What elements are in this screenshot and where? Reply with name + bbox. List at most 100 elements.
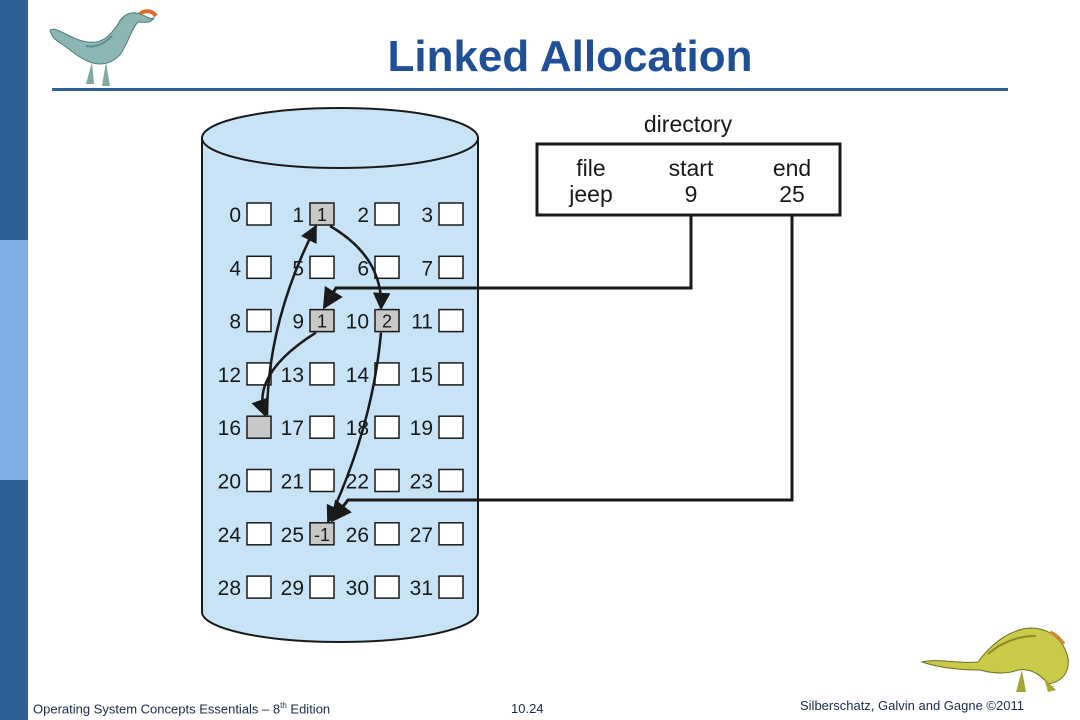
block-number: 3 xyxy=(421,204,433,227)
disk-cylinder xyxy=(201,107,479,643)
disk-block-11: 11 xyxy=(411,308,464,334)
disk-block-23: 23 xyxy=(410,468,464,494)
footer-course-tail: Edition xyxy=(286,701,331,717)
disk-block-7: 7 xyxy=(421,255,464,280)
chain-arrow-1-to-10 xyxy=(329,224,391,311)
block-pointer-value: 1 xyxy=(317,312,327,332)
block-number: 10 xyxy=(346,311,369,334)
disk-block-4: 4 xyxy=(229,255,272,280)
block-box xyxy=(309,468,335,493)
block-box xyxy=(438,308,464,333)
disk-block-2: 2 xyxy=(357,202,400,227)
disk-block-31: 31 xyxy=(410,575,464,600)
block-box xyxy=(438,468,464,493)
directory-header-start: start xyxy=(669,155,714,181)
disk-block-0: 0 xyxy=(229,202,272,227)
directory-box xyxy=(535,142,842,217)
block-pointer-value: 1 xyxy=(317,205,327,225)
block-number: 0 xyxy=(229,204,241,227)
block-number: 5 xyxy=(292,257,304,280)
directory-header-end: end xyxy=(773,155,811,181)
block-number: 14 xyxy=(346,364,370,387)
block-number: 25 xyxy=(281,524,304,547)
block-box xyxy=(374,415,400,439)
block-box xyxy=(309,255,335,280)
block-box xyxy=(309,308,335,333)
block-box xyxy=(309,202,335,226)
directory-file-name: jeep xyxy=(568,181,612,207)
block-number: 29 xyxy=(281,577,304,600)
start-pointer-arrow xyxy=(322,216,693,310)
block-number: 13 xyxy=(281,364,304,387)
block-number: 16 xyxy=(218,417,241,440)
block-box xyxy=(374,202,400,226)
block-pointer-value: -1 xyxy=(314,525,330,545)
block-box xyxy=(309,522,335,546)
block-number: 20 xyxy=(218,471,241,494)
block-box xyxy=(374,522,400,546)
block-pointer-value: 2 xyxy=(382,312,392,332)
disk-block-26: 26 xyxy=(346,522,400,547)
disk-block-18: 18 xyxy=(346,415,400,440)
block-number: 7 xyxy=(421,257,433,280)
disk-block-12: 12 xyxy=(218,362,272,387)
disk-block-25: 25 -1 xyxy=(281,522,335,547)
block-number: 23 xyxy=(410,471,433,494)
footer-copyright: Silberschatz, Galvin and Gagne ©2011 xyxy=(800,698,1024,713)
block-box xyxy=(246,308,272,333)
footer-course-title: Operating System Concepts Essentials – 8… xyxy=(33,701,330,716)
block-number: 18 xyxy=(346,417,369,440)
side-bar-highlight xyxy=(0,240,28,480)
directory-header-file: file xyxy=(576,155,605,181)
disk-block-16: 16 xyxy=(218,415,272,440)
directory-end-value: 25 xyxy=(779,181,805,207)
block-number: 4 xyxy=(229,257,241,280)
disk-block-13: 13 xyxy=(281,362,335,387)
block-number: 24 xyxy=(218,524,242,547)
chain-arrow-10-to-25 xyxy=(326,332,383,524)
block-number: 9 xyxy=(292,311,304,334)
block-number: 17 xyxy=(281,417,304,440)
footer-course-sup: th xyxy=(280,701,287,710)
disk-block-28: 28 xyxy=(218,575,272,600)
block-box xyxy=(374,575,400,599)
block-number: 12 xyxy=(218,364,241,387)
directory-table: directory file start end jeep 9 25 xyxy=(535,111,842,217)
disk-block-10: 10 2 xyxy=(346,308,400,334)
block-number: 11 xyxy=(411,311,433,334)
disk-block-30: 30 xyxy=(346,575,400,600)
block-box xyxy=(246,575,272,599)
block-box xyxy=(374,255,400,280)
block-box xyxy=(246,522,272,546)
block-number: 19 xyxy=(410,417,433,440)
block-number: 6 xyxy=(357,257,369,280)
block-box xyxy=(246,415,272,439)
disk-block-17: 17 xyxy=(281,415,335,440)
cylinder-body xyxy=(201,137,479,643)
disk-block-15: 15 xyxy=(410,362,464,387)
block-box xyxy=(438,522,464,546)
block-box xyxy=(374,362,400,386)
block-box xyxy=(438,255,464,280)
block-box xyxy=(374,468,400,493)
end-pointer-arrow xyxy=(330,216,794,523)
disk-block-24: 24 xyxy=(218,522,272,547)
title-divider xyxy=(52,88,1008,91)
block-number: 26 xyxy=(346,524,369,547)
slide-title: Linked Allocation xyxy=(387,32,753,81)
block-number: 15 xyxy=(410,364,433,387)
block-box xyxy=(438,362,464,386)
disk-block-22: 22 xyxy=(346,468,400,494)
block-box xyxy=(438,575,464,599)
disk-block-5: 5 xyxy=(292,255,335,280)
dinosaur-footer-icon xyxy=(920,627,1069,692)
block-box xyxy=(438,202,464,226)
block-box xyxy=(309,575,335,599)
block-box xyxy=(246,202,272,226)
disk-block-19: 19 xyxy=(410,415,464,440)
block-box xyxy=(246,468,272,493)
block-box xyxy=(309,362,335,386)
